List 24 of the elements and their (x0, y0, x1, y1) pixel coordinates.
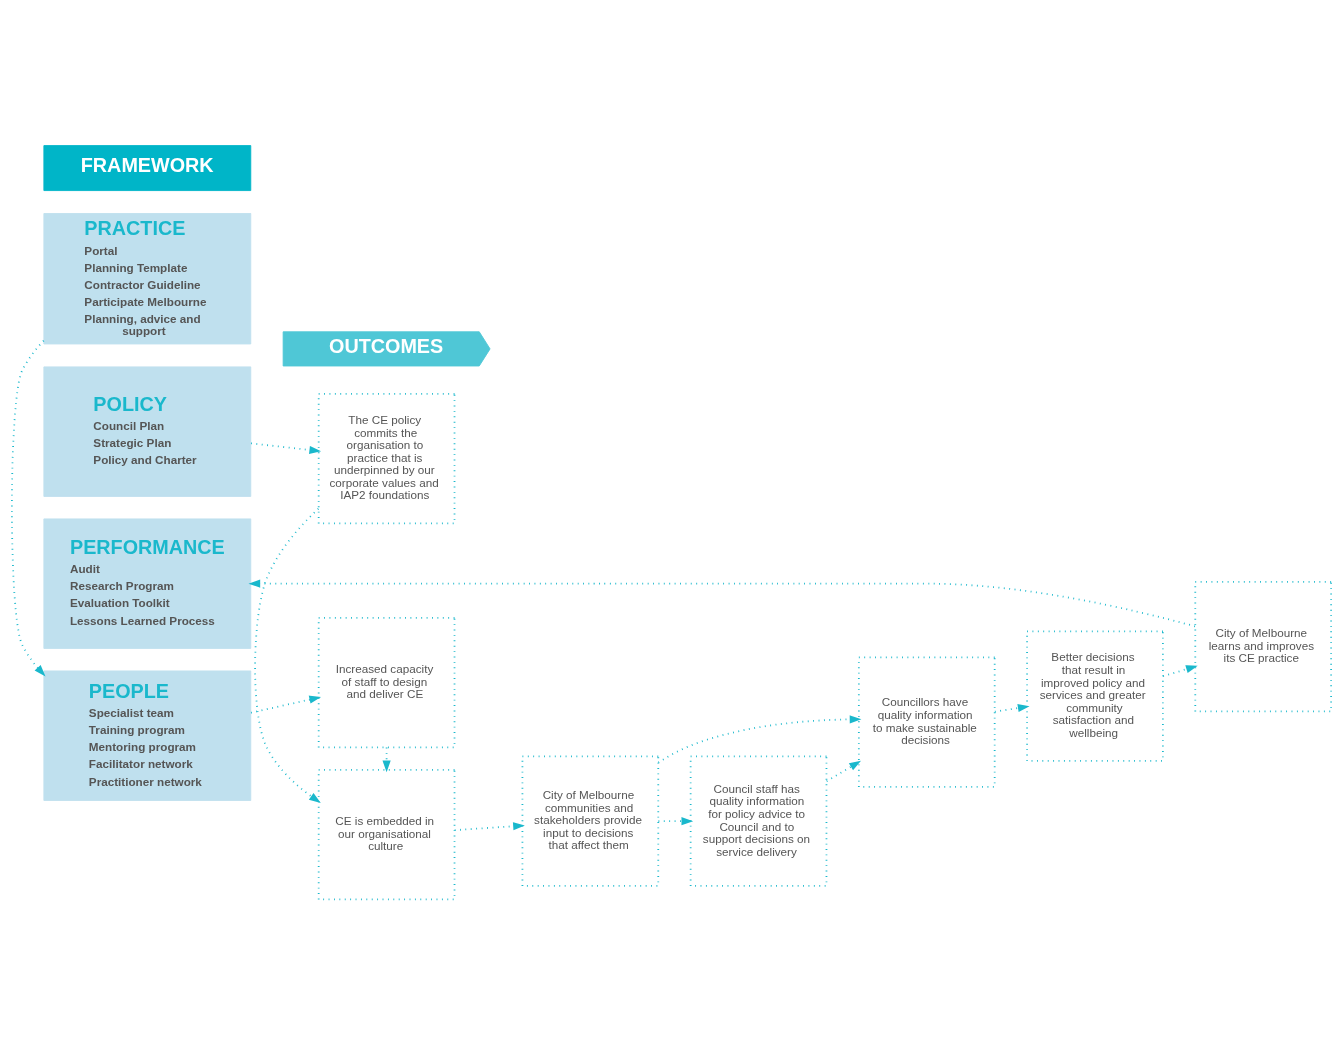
arrow (250, 695, 322, 714)
arrow (993, 703, 1030, 713)
arrow (453, 821, 525, 831)
node-box: POLICY Council Plan Strategic Plan Policy and Charter (43, 365, 252, 497)
node-box: PERFORMANCE Audit Research Program Evaluation Toolkit Lessons Learned Process (43, 517, 252, 649)
node-box: CE is embedded in our organisational culture (317, 768, 456, 900)
node-box: FRAMEWORK (43, 144, 252, 191)
arrow (657, 816, 694, 825)
arrow (254, 507, 321, 803)
node-box: Better decisions that result in improved policy and services and greater community satisfaction and wellbeing (1026, 629, 1164, 762)
arrow (248, 579, 1196, 627)
node-box: PEOPLE Specialist team Training program Mentoring program Facilitator network Practitioner network (43, 669, 252, 801)
node-box: The CE policy commits the organisation to practice that is underpinned by our corporate values and IAP2 foundations (317, 392, 456, 524)
node-box: City of Melbourne learns and improves its CE practice (1194, 580, 1332, 712)
node-box: PRACTICE Portal Planning Template Contractor Guideline Participate Melbourne Planning, advice and support (43, 212, 252, 344)
arrow (825, 760, 861, 782)
arrow (1162, 664, 1198, 677)
arrow (11, 339, 46, 676)
node-box: City of Melbourne communities and stakeholders provide input to decisions that affect them (521, 755, 660, 887)
arrow (657, 714, 862, 763)
node-box: Council staff has quality information for policy advice to Council and to support decisions on service delivery (689, 755, 828, 887)
node-box: Councillors have quality information to make sustainable decisions (857, 656, 996, 788)
node-box: Increased capacity of staff to design and deliver CE (317, 616, 456, 748)
arrow (250, 441, 322, 454)
